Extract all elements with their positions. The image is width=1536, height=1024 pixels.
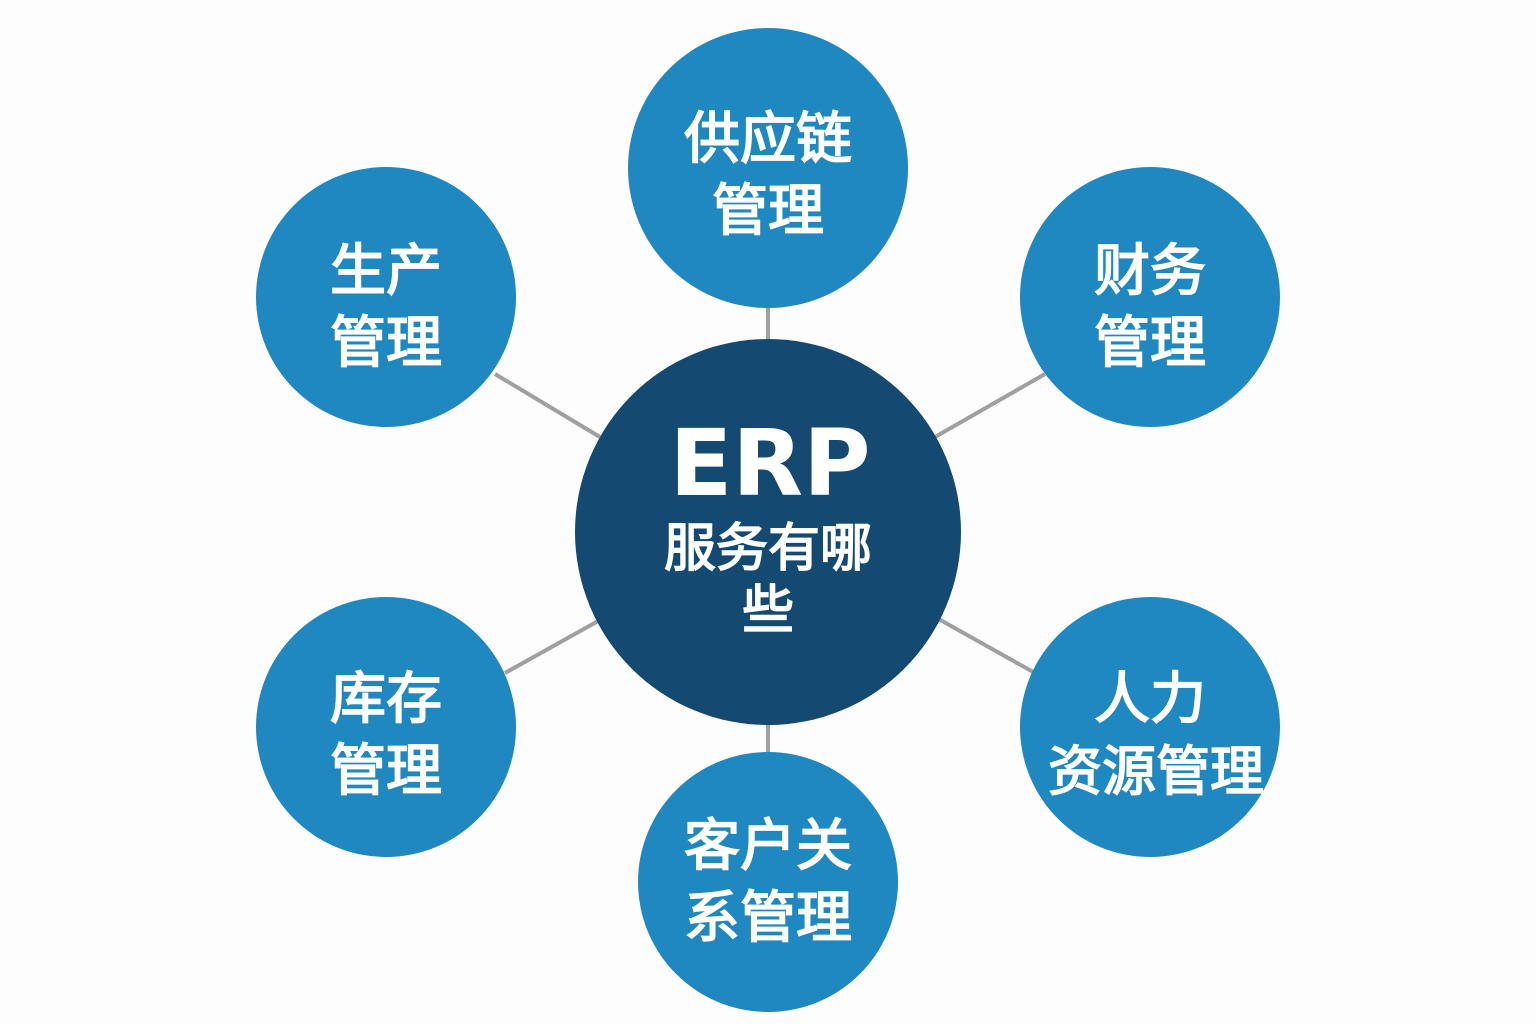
node-label: 管理 [712, 179, 824, 244]
node-label: 人力 [1094, 667, 1206, 732]
node-supply-chain: 供应链 管理 [628, 28, 908, 308]
node-inventory: 库存 管理 [256, 597, 516, 857]
node-label: 系管理 [684, 886, 852, 951]
center-line1: 服务有哪 [664, 519, 872, 579]
node-label: 生产 [330, 239, 442, 304]
center-title: ERP [669, 410, 870, 517]
center-node: ERP 服务有哪 些 [575, 339, 961, 725]
node-label: 管理 [330, 311, 442, 376]
node-crm: 客户关 系管理 [638, 752, 898, 1012]
connectors [493, 300, 1046, 755]
node-production: 生产 管理 [256, 167, 516, 427]
node-hr: 人力 资源管理 [1020, 597, 1280, 857]
node-label: 财务 [1094, 239, 1206, 304]
link-inventory [504, 618, 601, 675]
link-finance [934, 372, 1046, 439]
node-label: 管理 [330, 739, 442, 804]
node-finance: 财务 管理 [1020, 167, 1280, 427]
node-label: 客户关 [684, 814, 852, 879]
link-production [493, 372, 602, 439]
node-label: 管理 [1094, 311, 1206, 376]
node-label: 库存 [330, 667, 442, 732]
node-label: 资源管理 [1048, 740, 1264, 803]
node-label: 供应链 [684, 107, 852, 172]
center-line2: 些 [742, 581, 794, 641]
link-hr [934, 615, 1036, 675]
